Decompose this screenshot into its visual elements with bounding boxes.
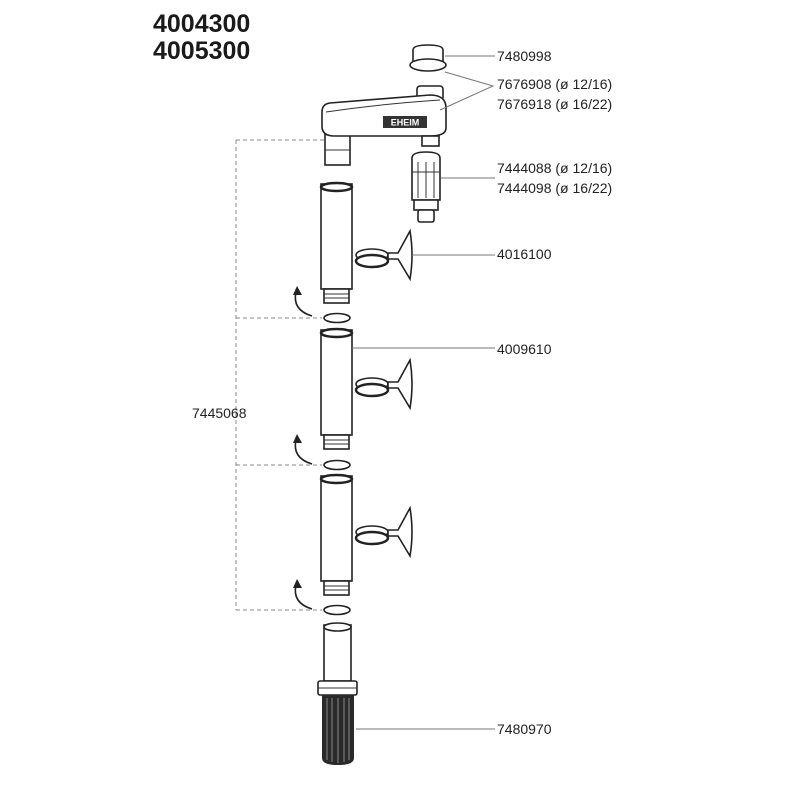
cap-part	[409, 44, 447, 72]
rotate-arrow-icon	[292, 578, 313, 610]
o-ring-3	[323, 604, 351, 616]
suction-cup-3	[354, 506, 414, 558]
model-number-2: 4005300	[153, 37, 250, 65]
elbow-outlet: EHEIM	[321, 85, 447, 166]
suction-cup-1	[354, 229, 414, 281]
o-ring-2	[323, 459, 351, 471]
model-number-1: 4004300	[153, 10, 250, 38]
rotate-arrow-icon	[292, 285, 313, 317]
label-connector-16-22: 7444098 (ø 16/22)	[497, 180, 612, 196]
hose-connector	[411, 151, 441, 223]
eheim-logo	[383, 116, 427, 128]
tube-set-bracket	[235, 139, 330, 611]
eheim-logo-text: EHEIM	[391, 118, 420, 128]
o-ring-1	[323, 312, 351, 324]
tube-section-1	[319, 181, 354, 305]
label-seal-16-22: 7676918 (ø 16/22)	[497, 96, 612, 112]
label-tube-set: 7445068	[192, 405, 247, 421]
tube-section-2	[319, 327, 354, 451]
rotate-arrow-icon	[292, 433, 313, 465]
label-suction-cup: 4016100	[497, 246, 552, 262]
label-connector-12-16: 7444088 (ø 12/16)	[497, 160, 612, 176]
label-strainer: 7480970	[497, 721, 552, 737]
tube-section-3	[319, 473, 354, 597]
label-seal-12-16: 7676908 (ø 12/16)	[497, 76, 612, 92]
label-clip: 4009610	[497, 341, 552, 357]
intake-strainer	[317, 622, 358, 765]
label-cap: 7480998	[497, 48, 552, 64]
suction-cup-2	[354, 358, 414, 410]
